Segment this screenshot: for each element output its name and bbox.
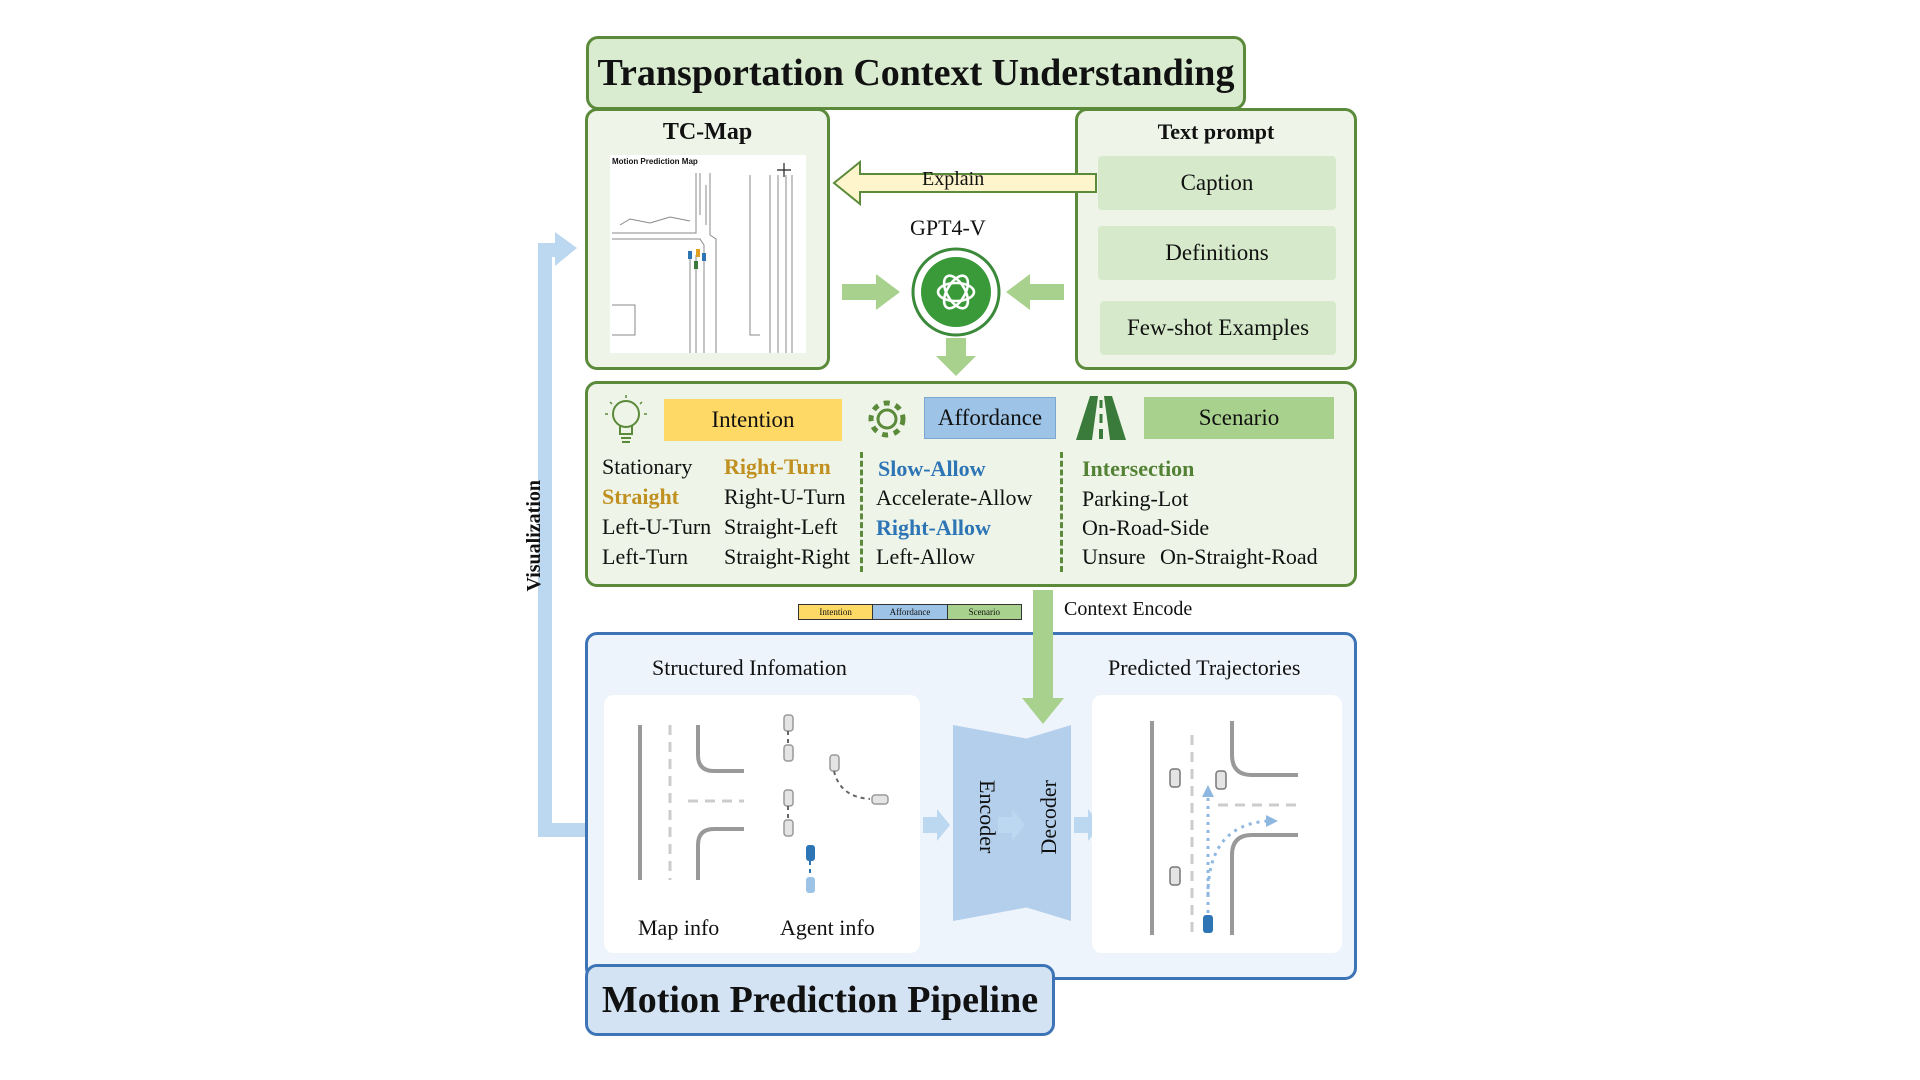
intention-item: Straight-Left xyxy=(724,514,838,539)
encoder-block xyxy=(953,725,1029,921)
scenario-item: Parking-Lot xyxy=(1082,486,1189,511)
categories-panel: Intention Affordance Scenario Stationary… xyxy=(585,381,1357,587)
agent-info-label: Agent info xyxy=(780,915,875,940)
tc-map-label: TC-Map xyxy=(662,119,753,145)
prompt-few-shot: Few-shot Examples xyxy=(1100,301,1336,355)
intention-item: Straight xyxy=(602,484,679,509)
intention-item: Stationary xyxy=(602,454,693,479)
structured-card: Map info Agent info xyxy=(604,695,920,953)
scenario-header: Scenario xyxy=(1144,397,1334,439)
context-encode-label: Context Encode xyxy=(1064,598,1193,620)
prompt-caption: Caption xyxy=(1098,156,1336,210)
arrow-prompt-to-gpt xyxy=(1006,274,1064,310)
map-info-label: Map info xyxy=(638,915,720,940)
explain-label: Explain xyxy=(922,168,985,190)
map-inner-title: Motion Prediction Map xyxy=(612,157,698,166)
intention-item: Right-Turn xyxy=(724,454,831,479)
token-intention: Intention xyxy=(799,605,874,619)
decoder-block xyxy=(1025,725,1071,921)
lightbulb-icon xyxy=(605,395,647,443)
text-prompt-panel: Text prompt Caption Definitions Few-shot… xyxy=(1075,108,1357,370)
text-prompt-label: Text prompt xyxy=(1157,119,1275,144)
scenario-item: Unsure xyxy=(1082,544,1146,569)
token-scenario: Scenario xyxy=(947,605,1021,619)
intention-item: Right-U-Turn xyxy=(724,484,846,509)
section-title-pipeline: Motion Prediction Pipeline xyxy=(585,964,1055,1036)
predicted-drawing xyxy=(1150,721,1298,935)
affordance-header: Affordance xyxy=(924,397,1056,439)
affordance-item: Accelerate-Allow xyxy=(876,485,1033,510)
predicted-label: Predicted Trajectories xyxy=(1108,655,1301,680)
map-drawing xyxy=(612,163,793,353)
visualization-label: Visualization xyxy=(523,480,545,592)
structured-label: Structured Infomation xyxy=(652,655,847,680)
encoder-label: Encoder xyxy=(975,780,1000,854)
prompt-definitions: Definitions xyxy=(1098,226,1336,280)
affordance-item: Left-Allow xyxy=(876,544,975,569)
arrow-map-to-gpt xyxy=(842,274,900,310)
tc-map-image: Motion Prediction Map xyxy=(610,155,806,353)
predicted-card xyxy=(1092,695,1342,953)
token-affordance: Affordance xyxy=(873,605,948,619)
intention-item: Straight-Right xyxy=(724,544,850,569)
structured-drawing xyxy=(638,714,889,893)
intention-item: Left-U-Turn xyxy=(602,514,712,539)
affordance-item: Right-Allow xyxy=(876,515,991,540)
explain-arrow xyxy=(832,160,1097,206)
divider xyxy=(860,452,863,572)
arrow-to-encoder xyxy=(923,809,950,841)
context-token-bar: Intention Affordance Scenario xyxy=(798,604,1022,620)
decoder-label: Decoder xyxy=(1036,780,1061,855)
gear-icon xyxy=(868,400,906,438)
scenario-item: On-Road-Side xyxy=(1082,515,1210,540)
intention-header: Intention xyxy=(664,399,842,441)
scenario-item: On-Straight-Road xyxy=(1160,544,1318,569)
tc-map-panel: TC-Map Motion Prediction Map xyxy=(585,108,830,370)
affordance-item: Slow-Allow xyxy=(878,456,986,481)
context-encode-arrow xyxy=(1022,590,1064,724)
pipeline-panel: Structured Infomation Predicted Trajecto… xyxy=(585,632,1357,980)
scenario-item: Intersection xyxy=(1082,456,1195,481)
section-title-context: Transportation Context Understanding xyxy=(586,36,1246,110)
arrow-gpt-down xyxy=(936,338,976,376)
intention-item: Left-Turn xyxy=(602,544,688,569)
model-label: GPT4-V xyxy=(910,215,986,240)
visualization-arrow xyxy=(538,232,600,837)
road-icon xyxy=(1076,396,1126,440)
arrow-to-decoder xyxy=(998,809,1025,841)
gpt-logo-icon xyxy=(911,247,1001,337)
divider xyxy=(1060,452,1063,572)
